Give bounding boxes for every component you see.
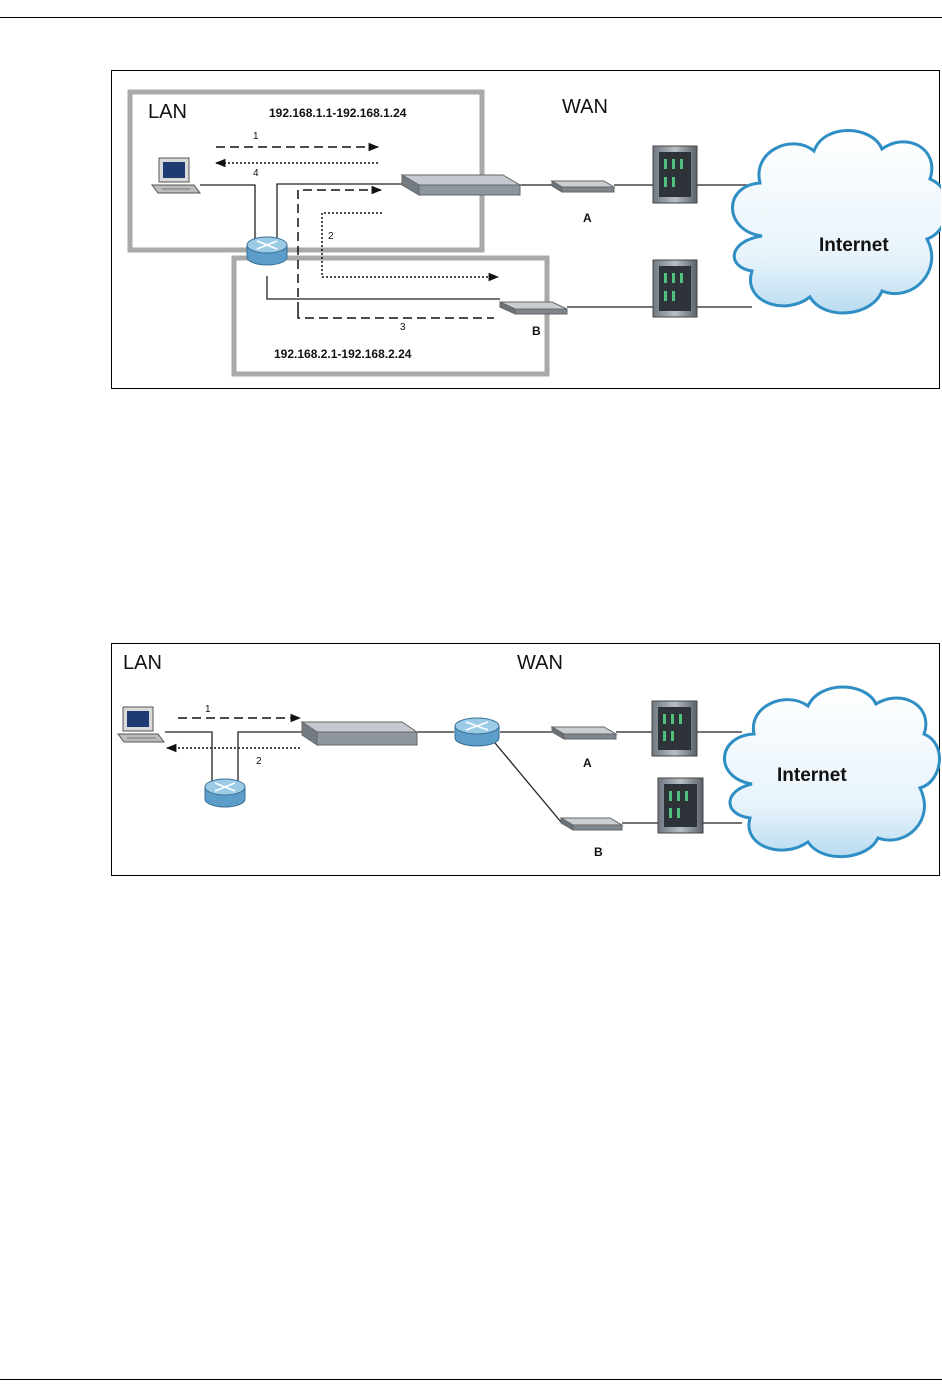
- modem-a-icon: [550, 180, 616, 193]
- wan-label: WAN: [562, 96, 608, 118]
- footer-rule: [0, 1379, 942, 1380]
- step-2-label: 2: [328, 231, 334, 242]
- step-4-label: 4: [253, 168, 259, 179]
- internet-label: Internet: [819, 235, 889, 256]
- header-rule: [0, 17, 942, 18]
- isp-server-a-icon: [652, 145, 698, 204]
- wan-label: WAN: [517, 652, 563, 674]
- security-gateway-icon: [300, 721, 419, 746]
- step-1-label: 1: [205, 704, 211, 715]
- wan-router-icon: [454, 717, 500, 747]
- internet-cloud-icon: [723, 685, 941, 858]
- computer-icon: [151, 157, 201, 194]
- step-3-label: 3: [400, 322, 406, 333]
- network-links: [165, 731, 742, 824]
- isp-server-a-icon: [651, 700, 698, 757]
- figure2-diagram: LAN WAN 1 2: [117, 652, 941, 859]
- lan-router-icon: [204, 778, 246, 808]
- figure1-diagram: LAN WAN 192.168.1.1-192.168.1.24 192.168…: [127, 89, 941, 377]
- modem-b-label: B: [532, 324, 541, 338]
- modem-a-label: A: [583, 756, 592, 770]
- isp-server-b-icon: [657, 777, 704, 834]
- network-links: [200, 183, 752, 308]
- traffic-flows: [214, 142, 500, 319]
- isp-server-b-icon: [652, 259, 698, 318]
- router-icon: [246, 236, 288, 266]
- modem-a-icon: [550, 726, 618, 740]
- traffic-flows: [165, 713, 302, 753]
- modem-b-label: B: [594, 845, 603, 859]
- security-gateway-icon: [400, 174, 522, 196]
- lan-label: LAN: [148, 101, 187, 123]
- internet-cloud-icon: [731, 129, 941, 315]
- modem-b-icon: [559, 817, 624, 831]
- lan1-zone-border: [127, 89, 485, 253]
- lan2-ip-range: 192.168.2.1-192.168.2.24: [274, 347, 412, 361]
- internet-label: Internet: [777, 765, 847, 786]
- computer-icon: [117, 706, 165, 743]
- modem-a-label: A: [583, 211, 592, 225]
- step-1-label: 1: [253, 131, 259, 142]
- figure-policy-route-lan: LAN WAN 192.168.1.1-192.168.1.24 192.168…: [111, 70, 941, 389]
- figure-load-balancing-wan: LAN WAN 1 2: [111, 643, 941, 876]
- step-2-label: 2: [256, 756, 262, 767]
- lan-label: LAN: [123, 652, 162, 674]
- modem-b-icon: [499, 301, 568, 315]
- lan1-ip-range: 192.168.1.1-192.168.1.24: [269, 106, 407, 120]
- lan2-zone-border: [231, 255, 550, 377]
